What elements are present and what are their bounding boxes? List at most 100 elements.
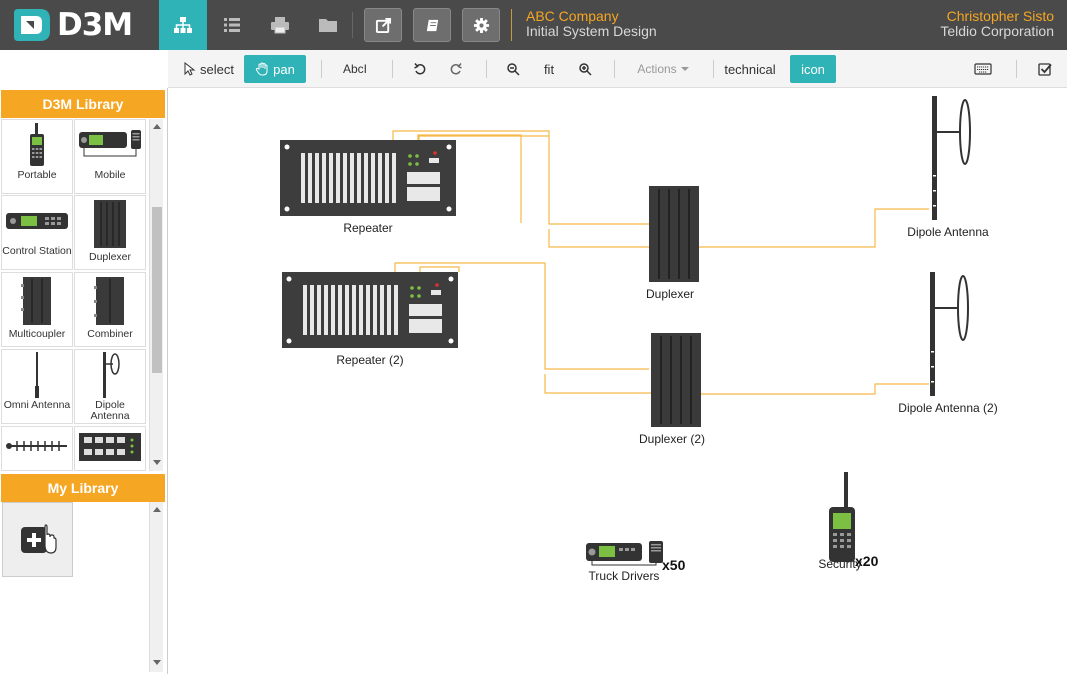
duplexer-icon [651,333,702,427]
technical-view-button[interactable]: technical [722,55,778,83]
repeater-icon [280,140,456,216]
project-info[interactable]: ABC Company Initial System Design [526,9,657,39]
toolbar-separator [713,60,714,78]
node-label: Dipole Antenna [907,225,989,239]
share-icon [375,17,391,33]
pan-label: pan [273,61,295,77]
library-item-portable[interactable]: Portable [1,119,73,194]
notes-button[interactable] [413,8,451,42]
node-repeater[interactable]: Repeater [279,139,457,235]
add-library-item-button[interactable] [2,502,73,577]
checkbox-icon [1038,63,1052,76]
d3m-library-title: D3M Library [42,96,124,112]
d3m-logo: D3M [12,7,133,43]
library-item-duplexer[interactable]: Duplexer [74,195,146,270]
mobile-radio-icon [79,130,141,157]
actions-dropdown[interactable]: Actions [628,55,698,83]
library-item-dipole-antenna[interactable]: Dipole Antenna [74,349,146,424]
control-station-icon [6,213,68,229]
wire-duplexer2-dipole2 [699,383,929,395]
node-truck-drivers[interactable]: Truck Drivers [581,539,667,583]
library-item-label: Duplexer [88,251,132,263]
diagram-toolbar: select pan AbcI fit [168,50,1067,88]
library-panel: D3M Library Portable [0,88,168,674]
node-count-badge: x20 [855,553,879,569]
redo-icon [450,63,462,75]
library-item-label: Control Station [2,245,72,257]
node-dipole-antenna[interactable]: Dipole Antenna [903,95,993,239]
node-count-badge: x50 [662,557,686,573]
node-label: Truck Drivers [588,569,660,583]
library-item-yagi-antenna[interactable] [1,426,73,471]
book-icon [426,19,438,31]
user-org: Teldio Corporation [940,23,1054,39]
combiner-icon [94,277,124,325]
node-label: Duplexer (2) [639,432,706,446]
share-button[interactable] [364,8,402,42]
zoom-in-button[interactable] [572,55,598,83]
logo-text: D3M [57,7,133,43]
keyboard-button[interactable] [970,55,996,83]
redo-button[interactable] [442,55,470,83]
library-item-label: Mobile [94,169,126,181]
toolbar-separator [392,60,393,78]
library-item-network-switch[interactable] [74,426,146,471]
library-item-control-station[interactable]: Control Station [1,195,73,270]
pan-tool-button[interactable]: pan [244,55,306,83]
wire-repeater2-duplexer2 [394,262,649,370]
print-button[interactable] [256,0,304,50]
hand-icon [255,62,268,76]
library-item-label: Dipole Antenna [90,399,130,422]
my-library-header[interactable]: My Library [1,474,165,502]
settings-button[interactable] [462,8,500,42]
dipole-antenna-icon [930,272,969,396]
open-folder-button[interactable] [304,0,352,50]
zoom-out-button[interactable] [500,55,526,83]
connection-wires [392,130,929,395]
list-view-button[interactable] [208,0,256,50]
node-duplexer-2[interactable]: Duplexer (2) [639,332,705,446]
wire-duplexer-dipole [699,208,929,248]
header-divider [511,9,512,41]
library-item-multicoupler[interactable]: Multicoupler [1,272,73,347]
text-tool-label: AbcI [342,62,367,76]
diagram-canvas[interactable]: Repeater Repeater (2) Duplexer [169,89,1067,674]
top-bar: D3M [0,0,1067,50]
node-label: Repeater [343,221,393,235]
library-item-label: Combiner [87,328,133,340]
scroll-down-arrow-icon[interactable] [153,660,161,665]
icon-view-button[interactable]: icon [790,55,836,83]
node-label: Repeater (2) [336,353,404,367]
scroll-up-arrow-icon[interactable] [153,124,161,129]
library-item-mobile[interactable]: Mobile [74,119,146,194]
text-tool-button[interactable]: AbcI [332,55,378,83]
scrollbar-thumb[interactable] [152,207,162,373]
my-library-scrollbar[interactable] [149,502,163,672]
plus-icon [20,523,57,554]
node-duplexer[interactable]: Duplexer [641,185,699,301]
scroll-up-arrow-icon[interactable] [153,507,161,512]
library-item-omni-antenna[interactable]: Omni Antenna [1,349,73,424]
scroll-down-arrow-icon[interactable] [153,460,161,465]
zoom-out-icon [507,63,520,76]
yagi-antenna-icon [6,441,67,451]
undo-button[interactable] [406,55,434,83]
network-switch-icon [79,433,141,461]
library-item-combiner[interactable]: Combiner [74,272,146,347]
fit-button[interactable]: fit [536,55,562,83]
diagram-view-button[interactable] [159,0,207,50]
node-repeater-2[interactable]: Repeater (2) [281,271,459,367]
toolbar-separator [1016,60,1017,78]
d3m-library-header[interactable]: D3M Library [1,90,165,118]
mobile-radio-icon [586,541,663,566]
toolbar-separator [321,60,322,78]
toolbar-separator [486,60,487,78]
project-name: Initial System Design [526,23,657,39]
node-security[interactable]: Security [817,471,863,571]
d3m-library-scrollbar[interactable] [149,119,163,471]
node-dipole-antenna-2[interactable]: Dipole Antenna (2) [893,271,1003,415]
user-info[interactable]: Christopher Sisto Teldio Corporation [940,9,1054,39]
validate-button[interactable] [1032,55,1058,83]
keyboard-icon [974,63,992,75]
select-tool-button[interactable]: select [174,55,242,83]
